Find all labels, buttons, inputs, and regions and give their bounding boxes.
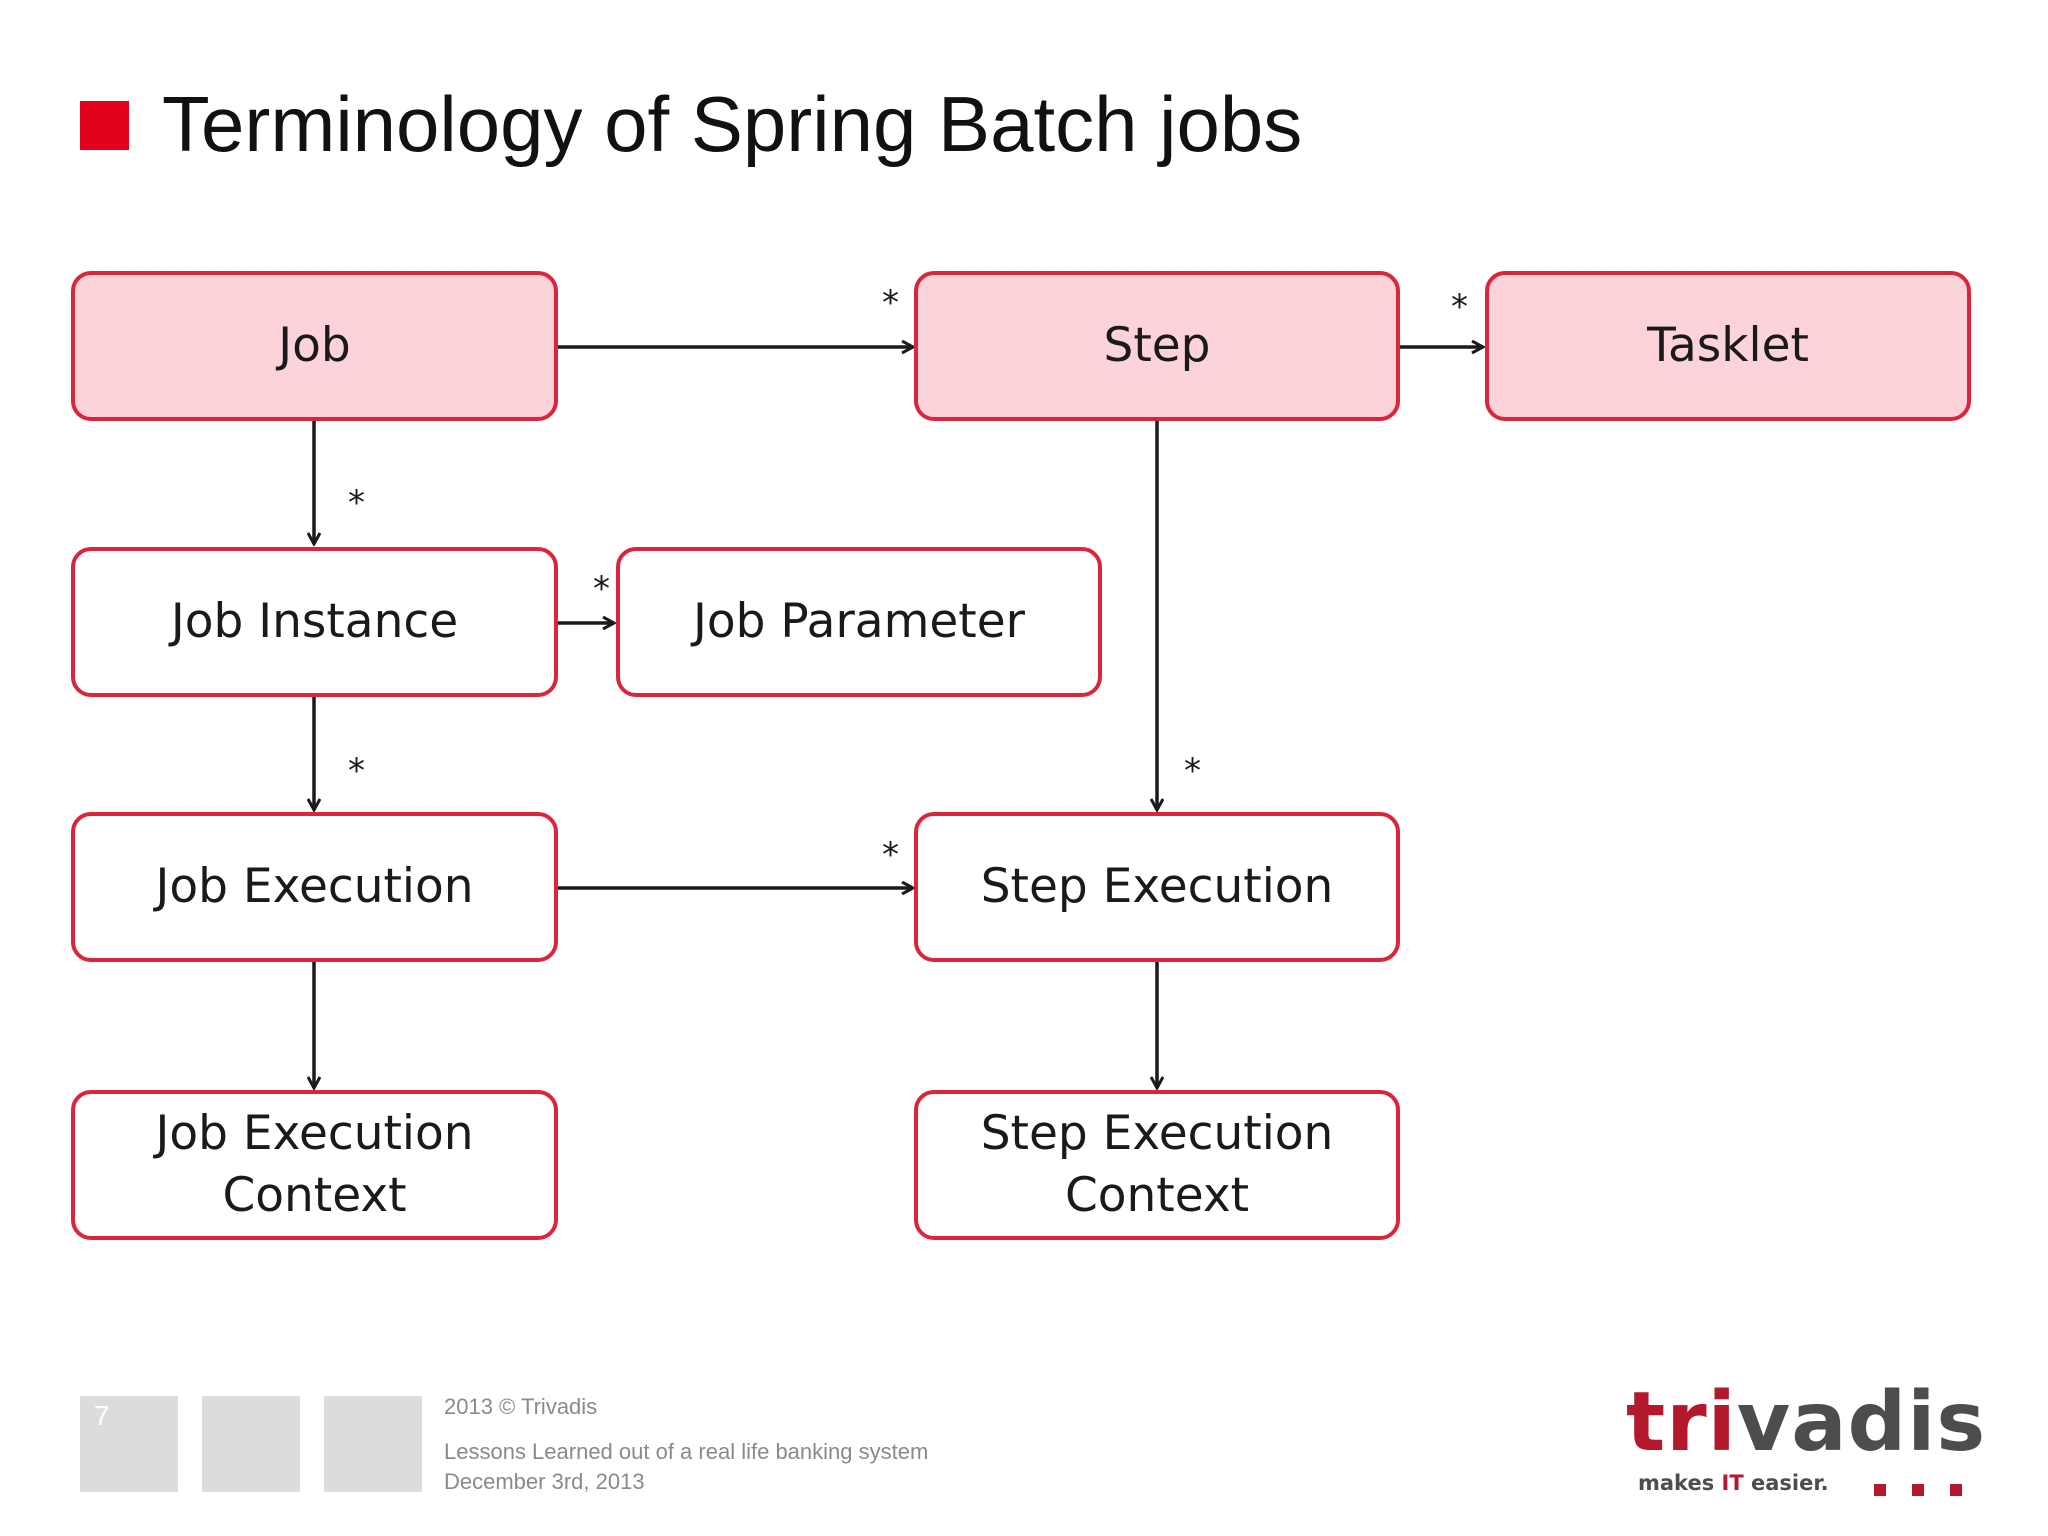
logo-dot (1950, 1484, 1962, 1496)
logo-dot (1874, 1484, 1886, 1496)
multiplicity-job-job-instance: * (348, 483, 365, 523)
node-step: Step (914, 271, 1400, 421)
logo-tagline-it: IT (1721, 1471, 1744, 1495)
node-job: Job (71, 271, 558, 421)
logo-dots (1874, 1484, 1974, 1496)
node-job-execution-context: Job Execution Context (71, 1090, 558, 1240)
node-job-instance: Job Instance (71, 547, 558, 697)
node-job-parameter: Job Parameter (616, 547, 1102, 697)
multiplicity-step-tasklet: * (1451, 287, 1468, 327)
logo-wordmark-red: tri (1626, 1375, 1737, 1470)
node-step-execution-context: Step Execution Context (914, 1090, 1400, 1240)
logo-tagline-start: makes (1638, 1471, 1722, 1495)
logo-tagline: makes IT easier. (1638, 1471, 1829, 1495)
logo-wordmark: trivadis (1626, 1378, 1986, 1468)
slide-title: Terminology of Spring Batch jobs (162, 80, 1303, 168)
footer-box-1 (80, 1396, 178, 1492)
logo-dot (1912, 1484, 1924, 1496)
logo-wordmark-grey: vadis (1736, 1375, 1987, 1470)
multiplicity-step-step-execution: * (1184, 751, 1201, 791)
page-number: 7 (94, 1400, 110, 1431)
footer-box-3 (324, 1396, 422, 1492)
multiplicity-job-step: * (882, 283, 899, 323)
logo-tagline-end: easier. (1743, 1471, 1829, 1495)
multiplicity-job-execution-step-execution: * (882, 835, 899, 875)
trivadis-logo: trivadis makes IT easier. (1626, 1378, 1985, 1504)
title-bullet-square (80, 101, 129, 150)
footer-copyright: 2013 © Trivadis (444, 1394, 598, 1419)
footer-presentation-title: Lessons Learned out of a real life banki… (444, 1439, 929, 1464)
footer-box-2 (202, 1396, 300, 1492)
footer-date: December 3rd, 2013 (444, 1469, 645, 1494)
multiplicity-job-instance-job-parameter: * (593, 569, 610, 609)
multiplicity-job-instance-job-execution: * (348, 751, 365, 791)
node-step-execution: Step Execution (914, 812, 1400, 962)
node-tasklet: Tasklet (1485, 271, 1971, 421)
node-job-execution: Job Execution (71, 812, 558, 962)
